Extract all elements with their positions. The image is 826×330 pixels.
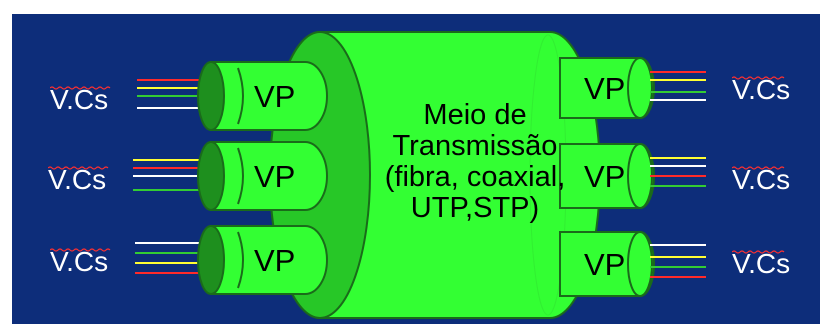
transmission-medium-line-1: Meio de — [423, 99, 527, 131]
right-vcs-label-3: V.Cs — [732, 250, 790, 278]
left-vcs-label-1: V.Cs — [50, 84, 111, 115]
left-vp-tube-2 — [197, 141, 328, 211]
left-vcs-text-1: V.Cs — [50, 84, 109, 115]
right-vcs-text-2: V.Cs — [732, 164, 791, 195]
left-wires-3 — [135, 242, 204, 274]
left-vp-tube-1 — [197, 61, 328, 131]
transmission-medium-line-4: UTP,STP) — [410, 192, 540, 224]
spellcheck-underline-icon — [732, 166, 785, 170]
spellcheck-underline-icon — [732, 250, 785, 254]
left-vp-label-2: VP — [254, 159, 296, 194]
right-vp-label-3: VP — [584, 247, 626, 282]
right-vcs-text-3: V.Cs — [732, 248, 791, 279]
left-vp-label-3: VP — [254, 243, 296, 278]
spellcheck-underline-icon — [50, 86, 111, 90]
left-vcs-text-3: V.Cs — [50, 246, 109, 277]
transmission-medium-line-2: Transmissão — [392, 130, 558, 162]
right-wires-3 — [650, 244, 706, 278]
transmission-medium-line-3: (fibra, coaxial, — [384, 161, 566, 193]
right-vcs-text-1: V.Cs — [732, 74, 791, 105]
right-wires-1 — [650, 71, 706, 101]
right-vcs-label-1: V.Cs — [732, 76, 790, 104]
right-vcs-label-2: V.Cs — [732, 166, 790, 194]
right-vp-label-2: VP — [584, 159, 626, 194]
left-vcs-label-3: V.Cs — [50, 246, 111, 277]
spellcheck-underline-icon — [732, 76, 785, 80]
left-vp-tube-3 — [197, 225, 328, 295]
right-vp-label-1: VP — [584, 71, 626, 106]
right-vp-tube-1 — [559, 57, 655, 119]
left-wires-1 — [137, 79, 204, 109]
transmission-medium-label: Meio de Transmissão (fibra, coaxial, UTP… — [370, 100, 580, 224]
left-wires-2 — [133, 159, 204, 191]
left-vp-label-1: VP — [254, 79, 296, 114]
spellcheck-underline-icon — [48, 166, 109, 170]
right-vp-tube-2 — [559, 143, 655, 209]
left-vcs-text-2: V.Cs — [48, 164, 107, 195]
right-vp-tube-3 — [559, 231, 655, 297]
spellcheck-underline-icon — [50, 248, 111, 252]
right-wires-2 — [650, 157, 706, 187]
left-vcs-label-2: V.Cs — [48, 164, 109, 195]
